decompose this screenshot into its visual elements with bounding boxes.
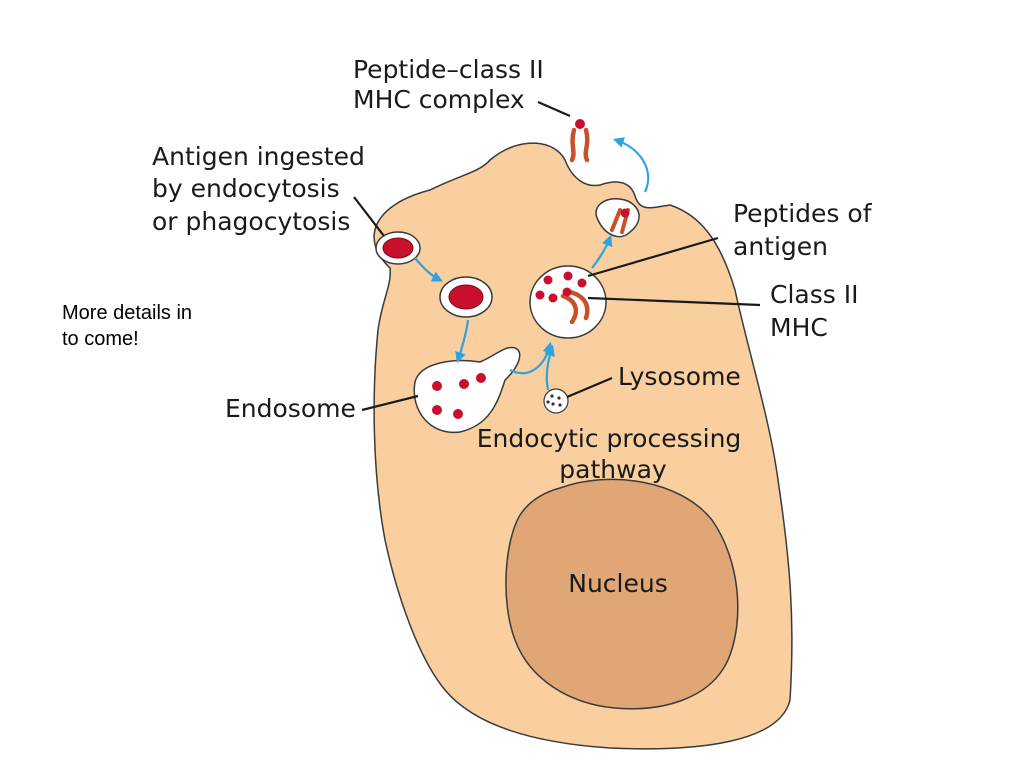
note-text: More details in to come! <box>62 300 262 352</box>
label-endocytic-pathway: Endocytic processing pathway <box>477 424 749 484</box>
phagosome-vesicle <box>439 276 493 318</box>
leader-class-ii-mhc <box>587 296 761 307</box>
pathway-arrows <box>414 137 650 391</box>
arrow-lysosome-to-compartment <box>544 344 555 391</box>
arrow-exocytic-to-surface <box>612 137 650 193</box>
label-peptides-of-antigen: Peptides of antigen <box>733 199 879 261</box>
leader-peptides-of-antigen <box>587 236 719 278</box>
surface-peptide-mhc-complex <box>569 119 590 163</box>
arrow-vesicle-to-endosome <box>455 319 470 364</box>
label-peptide-complex: Peptide–class II MHC complex <box>353 55 552 114</box>
note-line-2: to come! <box>62 328 139 350</box>
leader-antigen-ingested <box>353 196 385 237</box>
processing-compartment <box>529 265 607 339</box>
class-ii-mhc-molecule <box>560 287 590 325</box>
nucleus <box>505 478 739 710</box>
ingestion-vesicle <box>375 231 421 265</box>
label-endosome: Endosome <box>225 394 356 423</box>
arrow-compartment-to-exocytic <box>591 234 613 269</box>
label-nucleus: Nucleus <box>568 569 668 598</box>
label-lysosome: Lysosome <box>618 362 741 391</box>
label-class-ii-mhc: Class II MHC <box>770 280 866 342</box>
leader-lines <box>353 100 761 412</box>
leader-lysosome <box>566 376 613 399</box>
label-antigen-ingested: Antigen ingested by endocytosis or phago… <box>152 142 373 236</box>
leader-peptide-complex <box>537 100 571 118</box>
note-line-1: More details in <box>62 302 193 324</box>
leader-endosome <box>361 394 419 412</box>
arrow-ingest-to-vesicle <box>414 257 443 282</box>
lysosome <box>543 388 569 414</box>
exocytic-vesicle <box>595 198 640 238</box>
